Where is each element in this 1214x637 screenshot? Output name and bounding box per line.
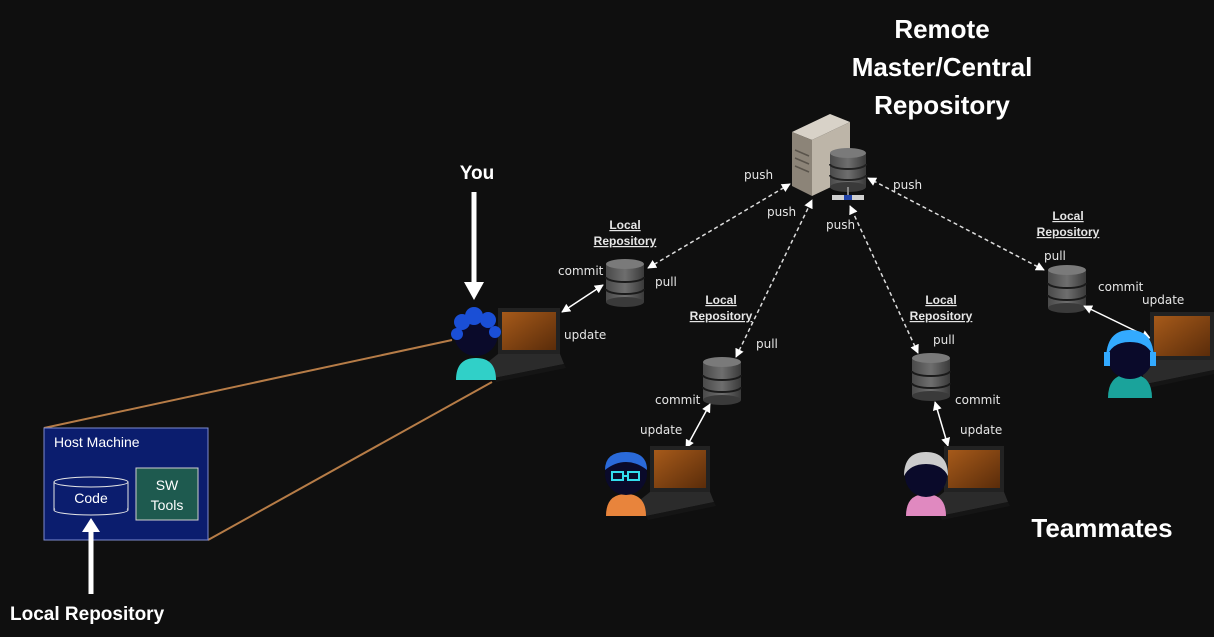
sw-tools-line-1: SW (156, 477, 179, 493)
remote-server-icon (792, 114, 867, 200)
svg-text:Local: Local (925, 293, 956, 307)
host-connector-bottom (207, 381, 493, 541)
local-db-icon-teammate-2 (911, 353, 951, 401)
code-cylinder: Code (53, 476, 129, 516)
title-line-3: Repository (874, 90, 1010, 120)
push-label-teammate-2: push (826, 218, 855, 232)
push-label-teammate-3: push (893, 178, 922, 192)
local-repo-label-you: Local Repository (594, 218, 657, 248)
teammate-2-avatar-icon (904, 452, 948, 516)
pull-label-teammate-2: pull (933, 333, 955, 347)
laptop-icon-you (488, 308, 566, 382)
sync-line-you (647, 183, 791, 269)
host-machine-box: Host Machine Code SW Tools (43, 427, 209, 541)
svg-text:Local: Local (609, 218, 640, 232)
teammates-label: Teammates (1031, 513, 1172, 543)
commit-update-arrow-teammate-2 (932, 401, 951, 447)
sw-tools-box: SW Tools (135, 467, 199, 521)
local-db-icon-you (605, 259, 645, 307)
update-label-teammate-1: update (640, 423, 682, 437)
commit-label-teammate-2: commit (955, 393, 1001, 407)
local-repo-label-teammate-3: Local Repository (1037, 209, 1100, 239)
code-label: Code (74, 490, 108, 506)
teammate-3-avatar-icon (1104, 330, 1156, 398)
svg-text:Repository: Repository (910, 309, 973, 323)
update-label-teammate-2: update (960, 423, 1002, 437)
local-repo-label-teammate-1: Local Repository (690, 293, 753, 323)
local-repo-arrowhead (82, 518, 100, 532)
commit-label-teammate-1: commit (655, 393, 701, 407)
laptop-icon-teammate-3 (1140, 312, 1214, 388)
host-machine-title: Host Machine (54, 434, 140, 450)
laptop-icon-teammate-2 (934, 446, 1010, 520)
title-line-2: Master/Central (852, 52, 1033, 82)
update-label-you: update (564, 328, 606, 342)
pull-label-teammate-3: pull (1044, 249, 1066, 263)
sw-tools-line-2: Tools (151, 497, 184, 513)
local-db-icon-teammate-3 (1047, 265, 1087, 313)
svg-text:Repository: Repository (1037, 225, 1100, 239)
sync-line-teammate-3 (867, 177, 1045, 271)
svg-text:Repository: Repository (690, 309, 753, 323)
you-label: You (460, 163, 494, 184)
commit-label-you: commit (558, 264, 604, 278)
svg-text:Local: Local (705, 293, 736, 307)
laptop-icon-teammate-1 (640, 446, 716, 520)
local-repository-caption: Local Repository (10, 604, 165, 625)
sync-line-teammate-1 (735, 199, 813, 358)
sync-line-teammate-2 (849, 205, 919, 354)
pull-label-you: pull (655, 275, 677, 289)
push-label-teammate-1: push (767, 205, 796, 219)
update-label-teammate-3: update (1142, 293, 1184, 307)
svg-text:Local: Local (1052, 209, 1083, 223)
title-line-1: Remote (894, 14, 989, 44)
local-repo-label-teammate-2: Local Repository (910, 293, 973, 323)
you-arrowhead (464, 282, 484, 300)
push-label-you: push (744, 168, 773, 182)
commit-update-arrow-teammate-1 (685, 403, 711, 449)
commit-label-teammate-3: commit (1098, 280, 1144, 294)
commit-update-arrow-you (561, 284, 604, 313)
teammate-1-avatar-icon (605, 452, 647, 516)
you-avatar-icon (451, 307, 501, 380)
host-connector-top (43, 339, 453, 429)
svg-text:Repository: Repository (594, 234, 657, 248)
pull-label-teammate-1: pull (756, 337, 778, 351)
local-db-icon-teammate-1 (702, 357, 742, 405)
